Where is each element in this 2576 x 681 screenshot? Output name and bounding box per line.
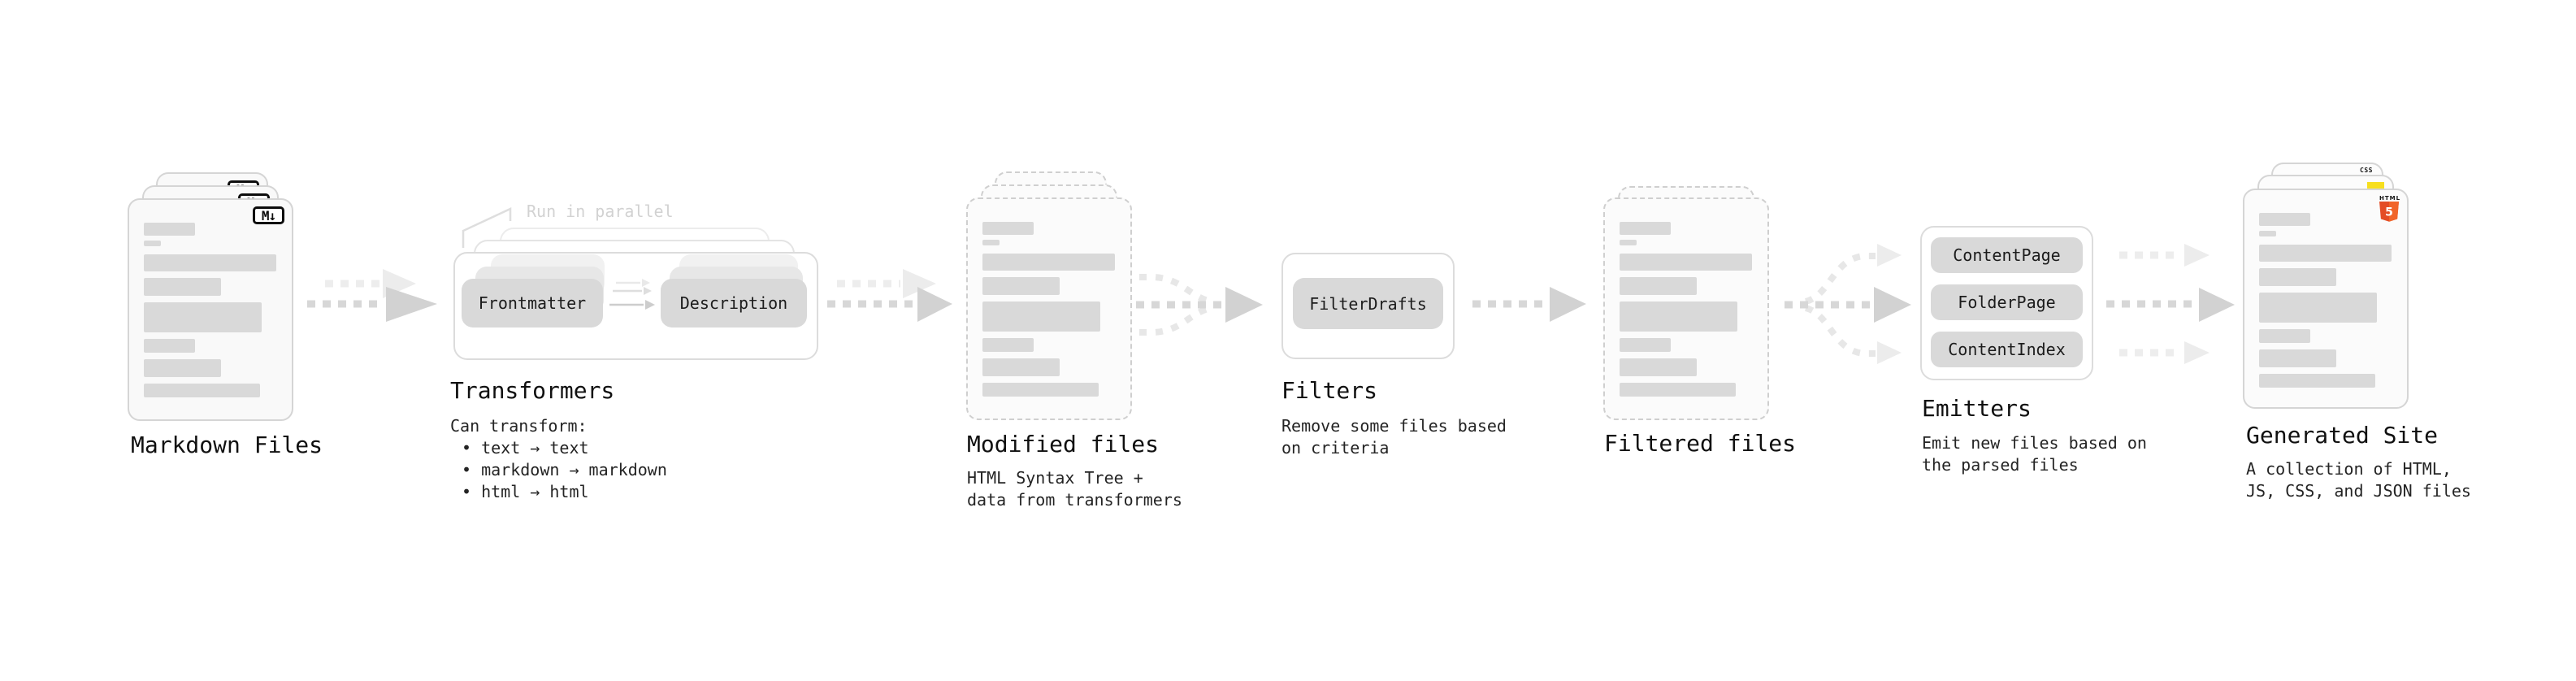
placeholder-bar xyxy=(982,301,1100,332)
placeholder-bar xyxy=(2259,329,2310,343)
filterdrafts-chip: FilterDrafts xyxy=(1293,278,1443,329)
placeholder-bar xyxy=(2259,349,2336,367)
placeholder-bar xyxy=(982,222,1034,235)
svg-text:5: 5 xyxy=(2385,206,2393,219)
placeholder-bar xyxy=(1620,222,1671,235)
placeholder-bar xyxy=(982,254,1115,271)
document-placeholder-lines xyxy=(982,222,1115,397)
placeholder-bar xyxy=(1620,254,1752,271)
stage-title: Filtered files xyxy=(1604,430,1797,457)
document-card-front: M↓ xyxy=(128,198,293,421)
placeholder-bar xyxy=(2259,293,2377,323)
placeholder-bar xyxy=(2259,374,2375,388)
placeholder-bar xyxy=(982,277,1060,295)
description-line: HTML Syntax Tree + xyxy=(967,468,1143,488)
stage-description: Remove some files based on criteria xyxy=(1281,415,1507,459)
stage-description: Emit new files based on the parsed files xyxy=(1922,432,2147,476)
placeholder-bar xyxy=(144,384,260,397)
placeholder-bar xyxy=(1620,301,1737,332)
html5-icon: HTML 5 xyxy=(2379,195,2400,226)
arrow-transformers-to-modified xyxy=(827,269,952,322)
placeholder-bar xyxy=(144,241,161,246)
description-line: JS, CSS, and JSON files xyxy=(2246,481,2471,501)
stage-title: Markdown Files xyxy=(131,432,323,458)
stage-description: Can transform: • text → text • markdown … xyxy=(450,415,667,503)
placeholder-bar xyxy=(2259,245,2392,262)
document-placeholder-lines xyxy=(2259,213,2392,388)
stage-filters: FilterDrafts Filters Remove some files b… xyxy=(1281,0,1525,681)
stage-transformers: Frontmatter Description Run in parallel … xyxy=(450,0,835,681)
description-line: Emit new files based on xyxy=(1922,433,2147,453)
stage-title: Generated Site xyxy=(2246,422,2439,449)
contentpage-chip: ContentPage xyxy=(1931,237,2083,273)
frontmatter-chip: Frontmatter xyxy=(462,279,603,327)
description-line: data from transformers xyxy=(967,490,1182,510)
placeholder-bar xyxy=(2259,268,2336,286)
placeholder-bar xyxy=(144,359,221,377)
placeholder-bar xyxy=(982,240,1000,245)
document-card-front xyxy=(1603,197,1769,420)
stage-title: Modified files xyxy=(967,431,1160,458)
placeholder-bar xyxy=(144,339,195,353)
document-card-front xyxy=(966,197,1132,420)
placeholder-bar xyxy=(144,254,276,271)
description-line: the parsed files xyxy=(1922,455,2079,475)
placeholder-bar xyxy=(1620,240,1637,245)
placeholder-bar xyxy=(144,302,262,332)
contentindex-chip: ContentIndex xyxy=(1931,332,2083,367)
folderpage-chip: FolderPage xyxy=(1931,284,2083,320)
html5-shield: 5 xyxy=(2379,202,2399,222)
stage-markdown-files: M↓ M↓ M↓ Markdown Files xyxy=(128,0,339,681)
placeholder-bar xyxy=(982,383,1099,397)
placeholder-bar xyxy=(144,278,221,296)
stage-description: HTML Syntax Tree + data from transformer… xyxy=(967,467,1182,511)
stage-generated-site: CSS HTML 5 Generated Site A collection o… xyxy=(2243,0,2487,681)
placeholder-bar xyxy=(1620,338,1671,352)
run-in-parallel-label: Run in parallel xyxy=(527,202,674,221)
bullet-line: • markdown → markdown xyxy=(462,460,667,479)
placeholder-bar xyxy=(1620,358,1697,376)
description-line: A collection of HTML, xyxy=(2246,459,2452,479)
description-line: Remove some files based xyxy=(1281,416,1507,436)
stage-modified-files: Modified files HTML Syntax Tree + data f… xyxy=(966,0,1194,681)
stage-description: A collection of HTML, JS, CSS, and JSON … xyxy=(2246,458,2471,502)
stage-title: Filters xyxy=(1281,377,1378,404)
bullet-line: • text → text xyxy=(462,438,589,458)
document-placeholder-lines xyxy=(144,223,276,397)
placeholder-bar xyxy=(2259,231,2276,236)
markdown-icon: M↓ xyxy=(253,206,284,224)
stage-title: Emitters xyxy=(1922,395,2032,422)
stage-filtered-files: Filtered files xyxy=(1603,0,1831,681)
placeholder-bar xyxy=(144,223,195,236)
placeholder-bar xyxy=(1620,277,1697,295)
bullet-line: • html → html xyxy=(462,482,589,501)
description-line: on criteria xyxy=(1281,438,1390,458)
description-line: Can transform: xyxy=(450,416,588,436)
stage-title: Transformers xyxy=(450,377,615,404)
placeholder-bar xyxy=(2259,213,2310,226)
document-placeholder-lines xyxy=(1620,222,1752,397)
document-card-front: HTML 5 xyxy=(2243,189,2409,409)
placeholder-bar xyxy=(982,338,1034,352)
placeholder-bar xyxy=(982,358,1060,376)
placeholder-bar xyxy=(1620,383,1736,397)
description-chip: Description xyxy=(661,279,807,327)
stage-emitters: ContentPage FolderPage ContentIndex Emit… xyxy=(1920,0,2164,681)
